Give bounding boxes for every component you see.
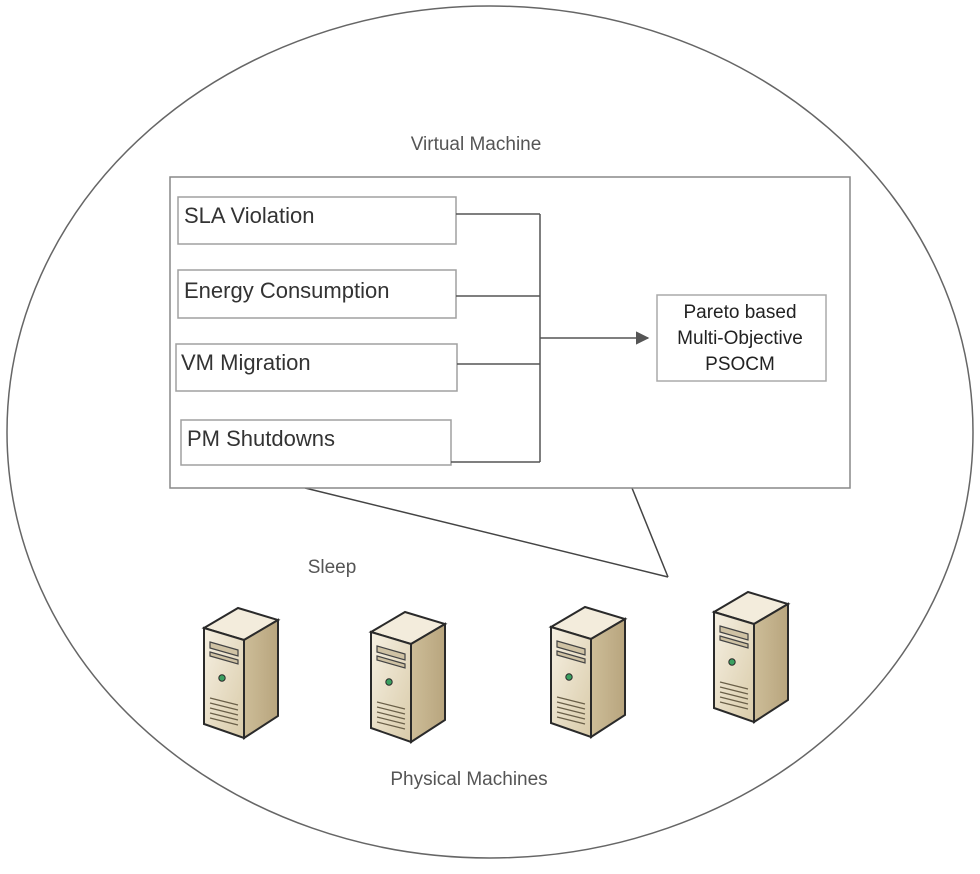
objective-label: PM Shutdowns (187, 426, 335, 451)
objective-label: SLA Violation (184, 203, 314, 228)
result-line-2: Multi-Objective (677, 328, 803, 349)
pareto-psocm-box: Pareto based Multi-Objective PSOCM (656, 294, 827, 382)
virtual-machine-label: Virtual Machine (411, 134, 542, 155)
objective-label: Energy Consumption (184, 278, 389, 303)
sleep-label: Sleep (308, 557, 357, 578)
objective-label: VM Migration (181, 350, 311, 375)
objective-pm-shutdowns: PM Shutdowns (180, 419, 452, 466)
server-tower-icon (711, 590, 791, 724)
objective-energy-consumption: Energy Consumption (177, 269, 457, 319)
objective-sla-violation: SLA Violation (177, 196, 457, 245)
server-tower-icon (368, 610, 448, 744)
physical-machines-group (201, 590, 791, 744)
result-line-3: PSOCM (705, 354, 775, 375)
data-center-ellipse (6, 5, 974, 859)
objective-vm-migration: VM Migration (175, 343, 458, 392)
result-line-1: Pareto based (683, 302, 796, 323)
callout-line-left (304, 487, 669, 578)
server-tower-icon (201, 606, 281, 740)
callout-line-right (631, 487, 669, 578)
physical-machines-label: Physical Machines (390, 769, 547, 790)
server-tower-icon (548, 605, 628, 739)
